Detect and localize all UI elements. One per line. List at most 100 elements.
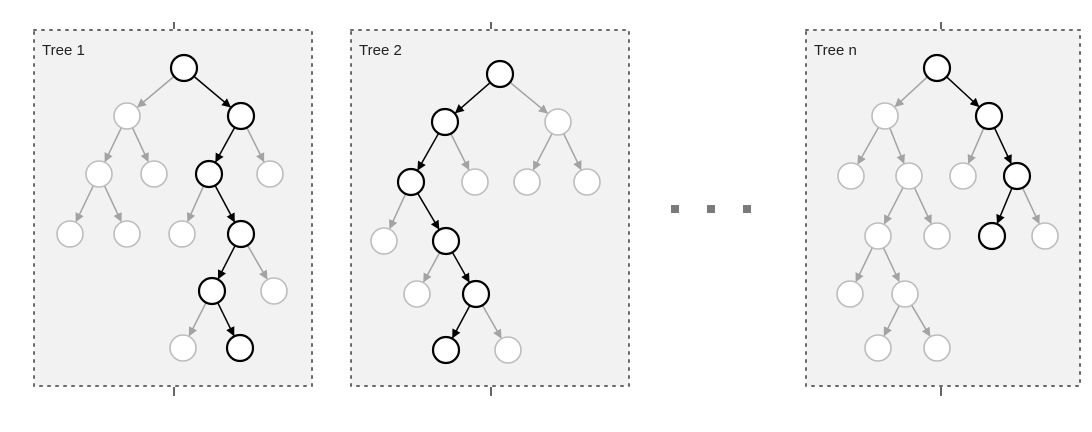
tree-node: [864, 334, 892, 362]
tree-edge: [882, 247, 900, 283]
tree-2-graph: [370, 59, 601, 365]
tree-node: [140, 160, 168, 188]
decision-path-edge: [416, 192, 440, 230]
predicted-leaf-node: [977, 221, 1007, 251]
tree-edge: [450, 133, 470, 171]
ellipsis-dot-1: [671, 205, 679, 213]
decision-path-edge: [451, 251, 470, 283]
tree-edge: [910, 304, 931, 337]
tree-edge: [967, 127, 985, 164]
decision-path-edge: [454, 81, 491, 114]
tree-n-title: Tree n: [814, 42, 857, 59]
tree-node: [256, 160, 284, 188]
tree-node: [370, 227, 398, 255]
decision-path-node: [226, 101, 256, 131]
tree-node: [836, 280, 864, 308]
tree-edge: [481, 304, 502, 339]
decision-path-node: [974, 101, 1004, 131]
ellipsis-separator: [671, 205, 751, 213]
tree-edge: [104, 127, 123, 163]
decision-path-node: [461, 279, 491, 309]
decision-path-node: [922, 53, 952, 83]
tree-panel-1-background: [33, 29, 313, 387]
decision-path-node: [197, 276, 227, 306]
decision-path-node: [194, 159, 224, 189]
tree-node: [573, 168, 601, 196]
tree-edge: [389, 193, 407, 230]
tree-node: [169, 334, 197, 362]
tree-edge: [246, 244, 268, 280]
ellipsis-dot-2: [707, 205, 715, 213]
predicted-leaf-node: [225, 333, 255, 363]
decision-path-node: [430, 107, 460, 137]
decision-path-node: [1002, 161, 1032, 191]
decision-path-node: [485, 59, 515, 89]
tree-edge: [883, 305, 900, 337]
tree-node: [871, 102, 899, 130]
decision-path-node: [169, 53, 199, 83]
tree-node: [461, 168, 489, 196]
tree-node: [544, 108, 572, 136]
decision-path-edge: [417, 132, 440, 171]
tree-panel-n: Tree n: [805, 22, 1081, 396]
tree-edge: [509, 81, 548, 114]
decision-path-edge: [993, 127, 1012, 165]
tree-panel-n-background: [805, 29, 1081, 387]
decision-path-edge: [217, 302, 235, 337]
tree-node: [513, 168, 541, 196]
tree-edge: [894, 76, 928, 108]
tree-edge: [137, 75, 175, 108]
decision-path-node: [226, 219, 256, 249]
tree-edge: [889, 127, 905, 164]
tree-edge: [883, 187, 904, 225]
tree-node: [113, 102, 141, 130]
tree-edge: [1021, 187, 1040, 225]
decision-path-edge: [946, 76, 980, 108]
tree-edge: [857, 126, 880, 165]
tree-1-title: Tree 1: [42, 42, 85, 59]
tree-edge: [75, 185, 95, 223]
tree-node: [260, 277, 288, 305]
tree-node: [891, 280, 919, 308]
tree-2-title: Tree 2: [359, 42, 402, 59]
tree-node: [1031, 222, 1059, 250]
tree-edge: [913, 187, 932, 225]
tree-n-graph: [836, 53, 1059, 362]
tree-edge: [562, 133, 582, 171]
predicted-leaf-node: [431, 335, 461, 365]
decision-path-node: [396, 167, 426, 197]
tree-edge: [188, 302, 207, 337]
tree-panel-1: Tree 1: [33, 22, 313, 396]
tree-node: [85, 160, 113, 188]
tree-edge: [246, 127, 265, 163]
tree-node: [403, 280, 431, 308]
tree-edge: [103, 185, 122, 223]
tree-edge: [131, 127, 149, 163]
tree-node: [923, 334, 951, 362]
tree-edge: [186, 185, 205, 223]
tree-edge: [423, 252, 441, 283]
ellipsis-dot-3: [743, 205, 751, 213]
tree-node: [864, 222, 892, 250]
tree-node: [837, 162, 865, 190]
tree-node: [923, 222, 951, 250]
tree-panel-2-background: [350, 29, 630, 387]
decision-path-edge: [215, 127, 236, 163]
tree-node: [949, 162, 977, 190]
tree-node: [895, 162, 923, 190]
tree-node: [113, 220, 141, 248]
decision-path-edge: [217, 245, 236, 280]
decision-path-node: [431, 226, 461, 256]
tree-node: [494, 336, 522, 364]
decision-path-edge: [193, 75, 231, 108]
tree-panel-2: Tree 2: [350, 22, 630, 396]
tree-edge: [855, 247, 874, 283]
tree-node: [56, 220, 84, 248]
decision-path-edge: [214, 185, 236, 223]
tree-1-graph: [56, 53, 288, 363]
decision-path-edge: [451, 305, 471, 339]
tree-edge: [532, 133, 553, 171]
tree-node: [168, 220, 196, 248]
decision-path-edge: [996, 187, 1013, 224]
